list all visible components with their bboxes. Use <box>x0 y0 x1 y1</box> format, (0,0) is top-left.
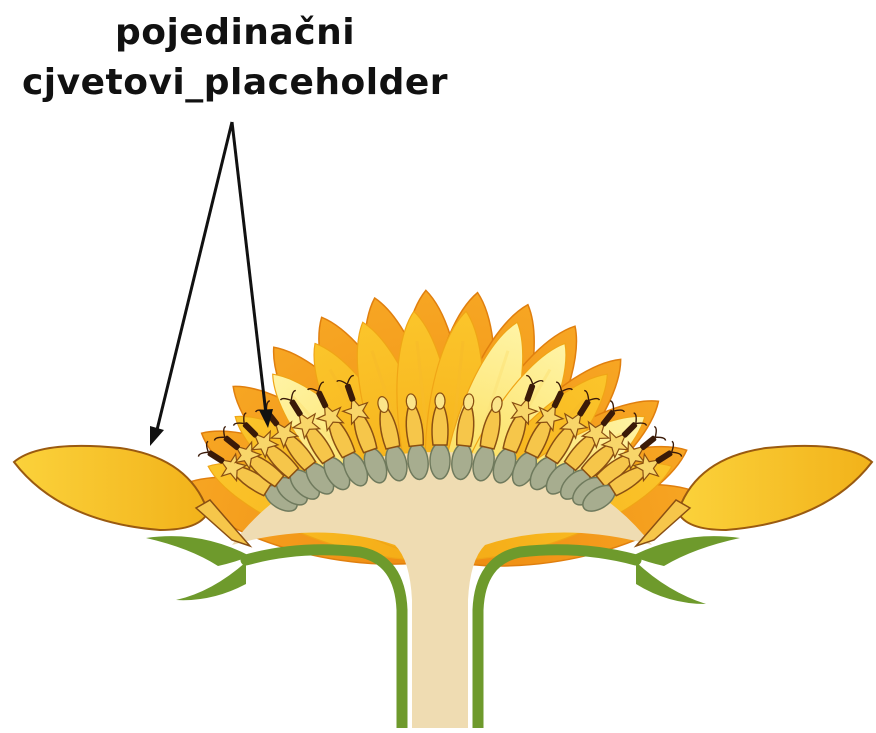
side-petal-right <box>678 446 872 530</box>
arrow-line-left <box>156 122 232 434</box>
floret-tube <box>432 407 448 445</box>
label-title-line1: pojedinačni <box>0 12 470 53</box>
seed <box>430 443 450 479</box>
label-title-line2: cjvetovi_placeholder <box>0 62 470 103</box>
side-petal-left <box>14 446 208 530</box>
floret-bud <box>435 393 445 409</box>
stem-left-edge <box>246 550 402 728</box>
arrow-line-right <box>232 122 266 414</box>
arrow-head-left <box>150 426 164 446</box>
leaf-left-lower <box>176 562 246 600</box>
stem-right-edge <box>478 550 636 728</box>
leaf-right-lower <box>636 562 706 604</box>
